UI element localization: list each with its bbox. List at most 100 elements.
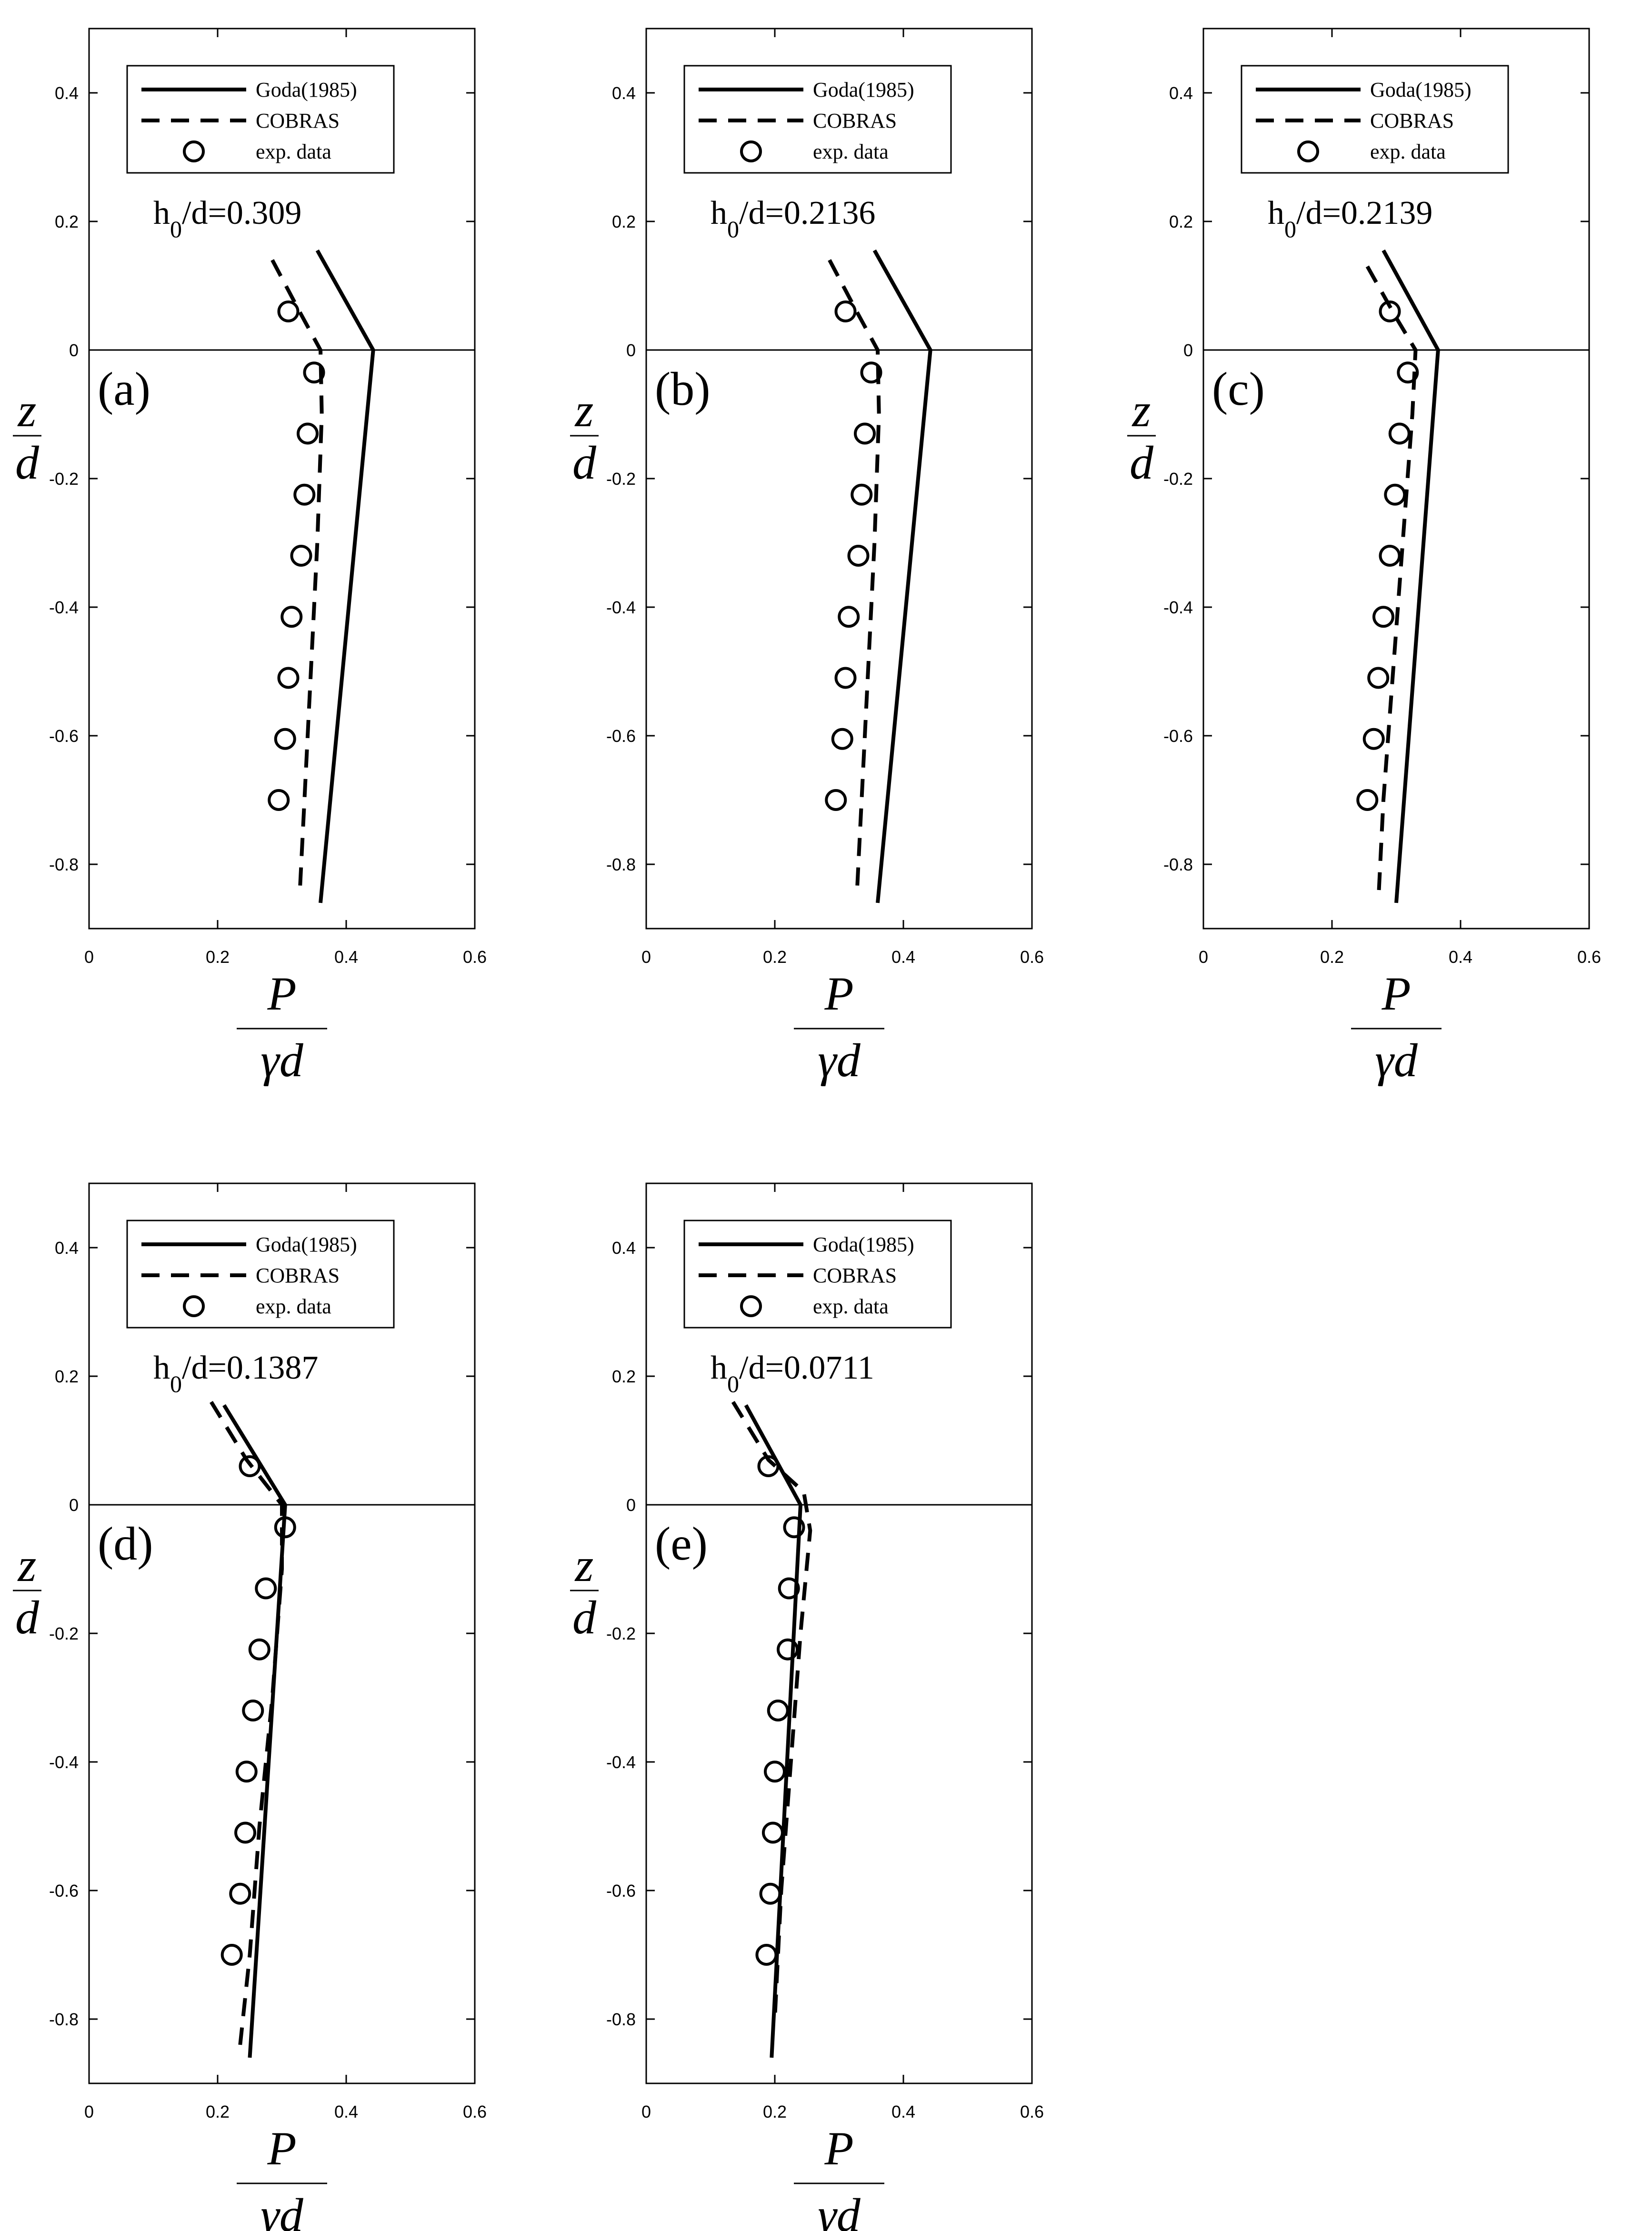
x-tick-label: 0.6 <box>463 947 487 967</box>
y-tick-label: 0.4 <box>612 1238 636 1258</box>
x-tick-label: 0.2 <box>1320 947 1344 967</box>
y-tick-label: 0 <box>69 340 79 360</box>
y-tick-label: 0.2 <box>55 212 79 231</box>
exp-data-point <box>290 545 312 567</box>
legend-exp-swatch <box>740 140 762 162</box>
exp-data-point <box>831 728 853 750</box>
y-axis-label-numerator: z <box>17 1539 37 1591</box>
goda-series-line <box>744 1404 803 2058</box>
y-tick-label: -0.4 <box>49 1752 79 1772</box>
exp-data-point <box>834 300 857 322</box>
y-tick-label: -0.6 <box>49 1881 79 1901</box>
y-axis-label-denominator: d <box>15 436 40 489</box>
x-tick-label: 0.6 <box>463 2102 487 2121</box>
cobras-series-line <box>270 259 324 890</box>
y-tick-label: 0.2 <box>612 212 636 231</box>
panel-label: (b) <box>655 362 711 415</box>
exp-data-point <box>847 545 870 567</box>
y-axis-label-denominator: d <box>572 1591 597 1644</box>
cobras-series-line <box>210 1401 284 2045</box>
x-tick-label: 0 <box>1199 947 1208 967</box>
legend-entry: Goda(1985) <box>256 1233 357 1256</box>
exp-data-point <box>1397 361 1419 384</box>
y-tick-label: 0.4 <box>1169 83 1193 103</box>
x-tick-label: 0.6 <box>1020 2102 1044 2121</box>
x-tick-label: 0.6 <box>1577 947 1601 967</box>
exp-data-point <box>242 1700 264 1721</box>
exp-data-point <box>234 1821 257 1844</box>
x-tick-label: 0.4 <box>891 947 915 967</box>
exp-data-point <box>1388 422 1411 445</box>
exp-data-point <box>1384 483 1406 506</box>
exp-data-point <box>834 667 857 689</box>
legend-entry: exp. data <box>1370 140 1446 163</box>
y-tick-label: 0.4 <box>612 83 636 103</box>
y-tick-label: -0.8 <box>49 2010 79 2029</box>
legend-entry: Goda(1985) <box>1370 78 1472 101</box>
legend-entry: COBRAS <box>813 1264 897 1287</box>
x-axis-label-numerator: P <box>1381 967 1411 1020</box>
legend-entry: Goda(1985) <box>813 1233 914 1256</box>
y-tick-label: -0.6 <box>606 1881 636 1901</box>
y-tick-label: 0.4 <box>55 83 79 103</box>
exp-data-point <box>293 483 316 506</box>
x-tick-label: 0.4 <box>1449 947 1472 967</box>
exp-data-point <box>757 1455 780 1477</box>
goda-series-line <box>315 249 375 903</box>
exp-data-point <box>268 789 290 811</box>
y-tick-label: 0.2 <box>1169 212 1193 231</box>
exp-data-point <box>767 1700 789 1721</box>
depth-ratio-annotation: h0/d=0.0711 <box>711 1350 874 1397</box>
y-tick-label: -0.8 <box>1163 855 1193 874</box>
exp-data-point <box>297 422 319 445</box>
legend-entry: exp. data <box>256 1295 331 1318</box>
exp-data-point <box>1372 606 1394 628</box>
exp-data-point <box>239 1455 261 1477</box>
exp-data-point <box>255 1577 277 1600</box>
x-tick-label: 0.2 <box>206 947 230 967</box>
exp-data-point <box>755 1944 778 1966</box>
exp-data-point <box>1379 300 1401 322</box>
y-tick-label: -0.8 <box>606 855 636 874</box>
exp-data-point <box>1362 728 1385 750</box>
exp-data-point <box>229 1882 251 1905</box>
y-axis-label-numerator: z <box>574 384 594 437</box>
x-axis-label-numerator: P <box>824 967 853 1020</box>
exp-data-point <box>778 1577 800 1600</box>
panel-label: (c) <box>1212 362 1265 415</box>
panel-label: (a) <box>98 362 150 415</box>
x-tick-label: 0.2 <box>763 947 787 967</box>
y-tick-label: -0.2 <box>49 1624 79 1643</box>
exp-data-point <box>248 1638 270 1661</box>
exp-data-point <box>759 1882 781 1905</box>
exp-data-point <box>277 667 300 689</box>
y-tick-label: -0.4 <box>1163 598 1193 617</box>
x-tick-label: 0.4 <box>334 947 358 967</box>
y-axis-label-denominator: d <box>15 1591 40 1644</box>
x-axis-label-numerator: P <box>267 967 296 1020</box>
legend-entry: COBRAS <box>256 109 340 132</box>
y-axis-label-numerator: z <box>1131 384 1151 437</box>
cobras-series-line <box>731 1401 812 2020</box>
y-tick-label: -0.8 <box>606 2010 636 2029</box>
cobras-series-line <box>1365 265 1418 890</box>
legend-entry: COBRAS <box>813 109 897 132</box>
legend-entry: exp. data <box>813 140 889 163</box>
y-tick-label: 0.4 <box>55 1238 79 1258</box>
legend-entry: Goda(1985) <box>813 78 914 101</box>
x-tick-label: 0.2 <box>206 2102 230 2121</box>
y-tick-label: -0.2 <box>606 469 636 489</box>
exp-data-point <box>838 606 860 628</box>
depth-ratio-annotation: h0/d=0.1387 <box>153 1350 318 1397</box>
exp-data-point <box>1367 667 1390 689</box>
x-tick-label: 0.6 <box>1020 947 1044 967</box>
y-axis-label-numerator: z <box>574 1539 594 1591</box>
y-tick-label: -0.8 <box>49 855 79 874</box>
legend-exp-swatch <box>183 140 205 162</box>
x-tick-label: 0 <box>641 2102 651 2121</box>
